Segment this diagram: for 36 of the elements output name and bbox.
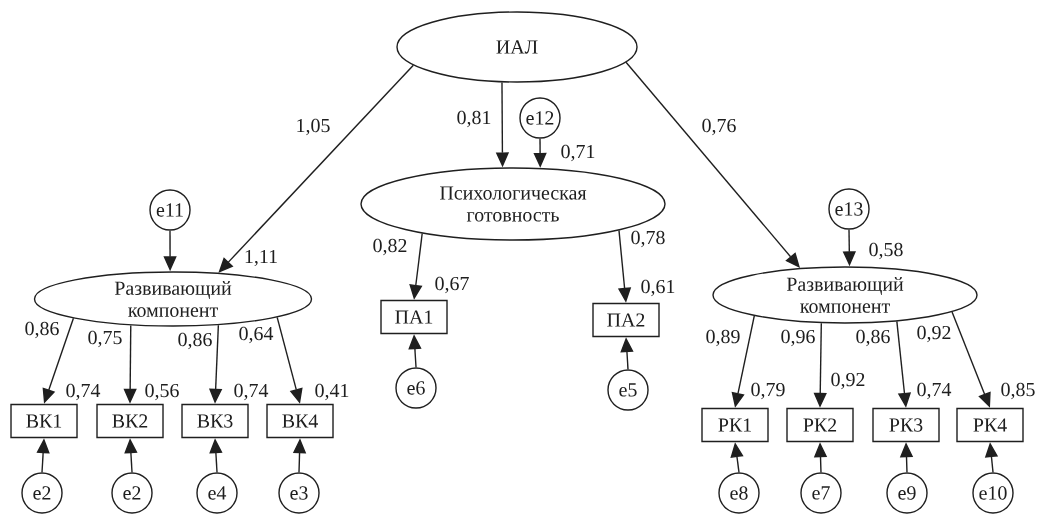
coefficient-label: 1,11 (242, 248, 280, 268)
edge-label: 0,75 (86, 329, 124, 349)
variable-box: ВК2 (96, 403, 164, 439)
ellipse-node: Развивающий компонент (712, 266, 978, 324)
variable-box: ВК4 (266, 403, 334, 439)
variable-box: РК2 (786, 407, 854, 443)
edge-label: 0,64 (237, 325, 275, 345)
edge-label: 0,76 (700, 117, 738, 137)
edge-label: 0,86 (854, 328, 892, 348)
variable-box: ВК1 (10, 403, 78, 439)
variable-box: РК1 (701, 407, 769, 443)
edge-label: 0,96 (779, 328, 817, 348)
coefficient-label: 0,71 (559, 143, 597, 163)
ellipse-node: ИАЛ (396, 11, 638, 83)
coefficient-label: 0,61 (639, 278, 677, 298)
edge-label: 0,92 (915, 324, 953, 344)
variable-box: ПА1 (380, 299, 448, 335)
edge-label: 0,89 (704, 328, 742, 348)
variable-box: ПА2 (592, 302, 660, 338)
coefficient-label: 0,85 (999, 381, 1037, 401)
variable-box: РК4 (956, 407, 1024, 443)
coefficient-label: 0,67 (433, 275, 471, 295)
coefficient-label: 0,74 (64, 382, 102, 402)
edge-label: 0,86 (176, 331, 214, 351)
variable-box: ВК3 (181, 403, 249, 439)
coefficient-label: 0,56 (143, 382, 181, 402)
coefficient-label: 0,79 (749, 381, 787, 401)
coefficient-label: 0,74 (915, 381, 953, 401)
edge-label: 1,05 (294, 117, 332, 137)
arrow (218, 64, 415, 273)
coefficient-label: 0,92 (829, 371, 867, 391)
coefficient-label: 0,74 (232, 382, 270, 402)
edge-label: 0,81 (455, 109, 493, 129)
variable-box: РК3 (872, 407, 940, 443)
coefficient-label: 0,41 (313, 382, 351, 402)
coefficient-label: 0,58 (867, 241, 905, 261)
